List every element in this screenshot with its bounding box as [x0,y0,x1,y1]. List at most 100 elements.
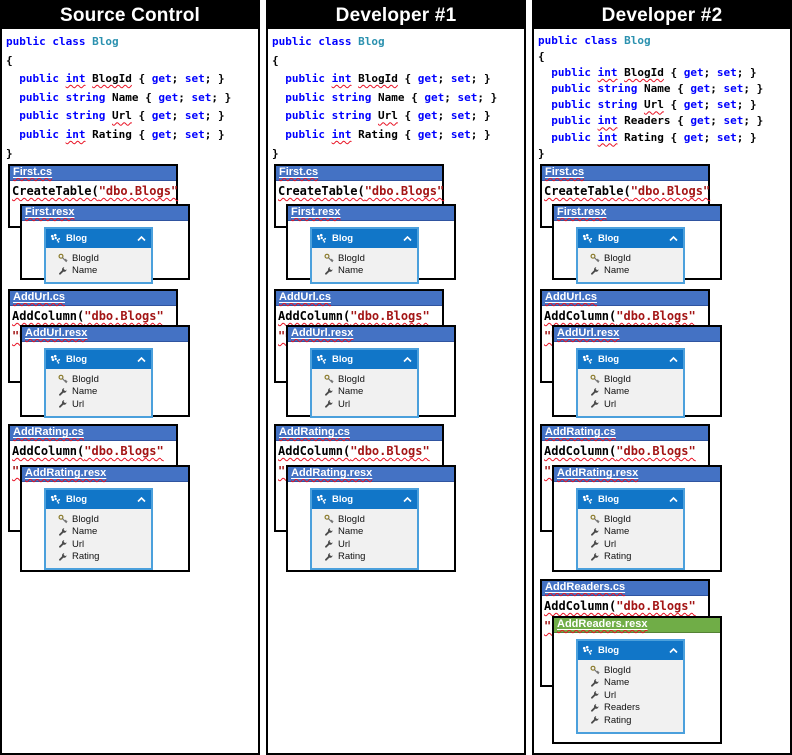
code-segment: BlogId [624,66,664,80]
entity-property-row: Name [578,526,683,539]
cs-window-title-bar: First.cs [10,166,176,181]
chevron-up-icon[interactable] [403,356,412,363]
migration-code: CreateTable("dbo.Blogs" [542,181,710,199]
wrench-icon [590,539,600,549]
code-segment [371,109,378,122]
code-segment: "dbo.Blogs" [350,309,430,323]
code-segment: Readers { [617,114,691,128]
chevron-up-icon[interactable] [669,647,678,654]
cs-window-title-bar: AddRating.cs [542,426,708,441]
property-name: Name [604,265,630,277]
code-segment: public [285,127,332,141]
wrench-icon [324,266,334,276]
wrench-icon [590,387,600,397]
window-title: First.cs [279,166,319,178]
wrench-icon [324,399,334,409]
code-segment: set [184,72,205,86]
entity-property-row: Name [46,386,151,399]
entity-header: Blog [312,229,417,248]
code-segment: public [551,114,598,128]
window-title: AddReaders.cs [545,581,626,593]
code-segment: Blog [358,35,385,48]
chevron-up-icon[interactable] [137,235,146,242]
code-segment: } [6,146,13,160]
code-segment: set [184,127,205,141]
code-segment: { [6,53,13,67]
entity-icon [582,233,593,244]
resx-window-title-bar: First.resx [554,206,720,221]
code-segment: set [450,72,471,86]
property-name: Name [72,265,98,277]
chevron-up-icon[interactable] [403,496,412,503]
cs-window-title-bar: AddRating.cs [276,426,442,441]
key-icon [324,253,334,263]
entity-property-row: Name [578,677,683,690]
code-segment: "dbo.Blogs" [84,444,164,458]
key-icon [590,253,600,263]
cs-window-title-bar: First.cs [542,166,708,181]
wrench-icon [324,539,334,549]
entity-name: Blog [332,494,354,505]
code-segment [538,98,551,111]
entity-header: Blog [578,350,683,369]
code-segment [272,109,285,122]
wrench-icon [58,266,68,276]
code-segment: AddColumn( [544,444,617,458]
code-segment: Rating { [617,130,684,144]
migration-code: CreateTable("dbo.Blogs" [10,181,178,199]
code-segment: set [716,130,737,144]
chevron-up-icon[interactable] [669,235,678,242]
property-name: Url [72,398,85,410]
code-segment: get [151,127,172,141]
code-line: { [538,49,790,65]
code-segment: int [597,66,618,80]
entity-name: Blog [332,354,354,365]
chevron-up-icon[interactable] [137,356,146,363]
code-line: AddColumn("dbo.Blogs" [12,444,176,459]
code-line: CreateTable("dbo.Blogs" [544,184,710,199]
code-segment: ; } [204,109,225,123]
code-segment: get [151,72,172,86]
entity-property-row: BlogId [46,513,151,526]
resx-window-title-bar: AddReaders.resx [554,618,720,633]
code-segment: AddColumn( [544,599,617,613]
code-segment: "dbo.Blogs" [616,599,696,613]
entity-name: Blog [598,233,620,244]
code-segment: ; [178,90,192,104]
code-line: } [6,145,258,164]
chevron-up-icon[interactable] [669,356,678,363]
code-line: public int Rating { get; set; } [538,130,790,146]
code-line: public int Readers { get; set; } [538,113,790,129]
code-segment: int [331,127,352,141]
entity-icon [316,233,327,244]
entity-property-row: BlogId [312,252,417,265]
code-segment: get [683,66,704,80]
property-name: BlogId [72,252,99,264]
code-segment: set [716,66,737,80]
code-line: { [272,52,524,71]
code-segment: set [450,109,471,123]
resx-window-title-bar: First.resx [22,206,188,221]
chevron-up-icon[interactable] [669,496,678,503]
code-segment: public [285,109,332,123]
entity-property-row: BlogId [578,664,683,677]
chevron-up-icon[interactable] [403,235,412,242]
entity-header: Blog [46,490,151,509]
code-line: public class Blog [272,33,524,52]
code-segment: public [272,35,319,48]
key-icon [324,374,334,384]
wrench-icon [58,387,68,397]
code-segment: ; } [736,98,757,112]
entity-property-row: Url [578,538,683,551]
code-line: AddColumn("dbo.Blogs" [278,444,442,459]
entity-property-row: Url [578,398,683,411]
chevron-up-icon[interactable] [137,496,146,503]
